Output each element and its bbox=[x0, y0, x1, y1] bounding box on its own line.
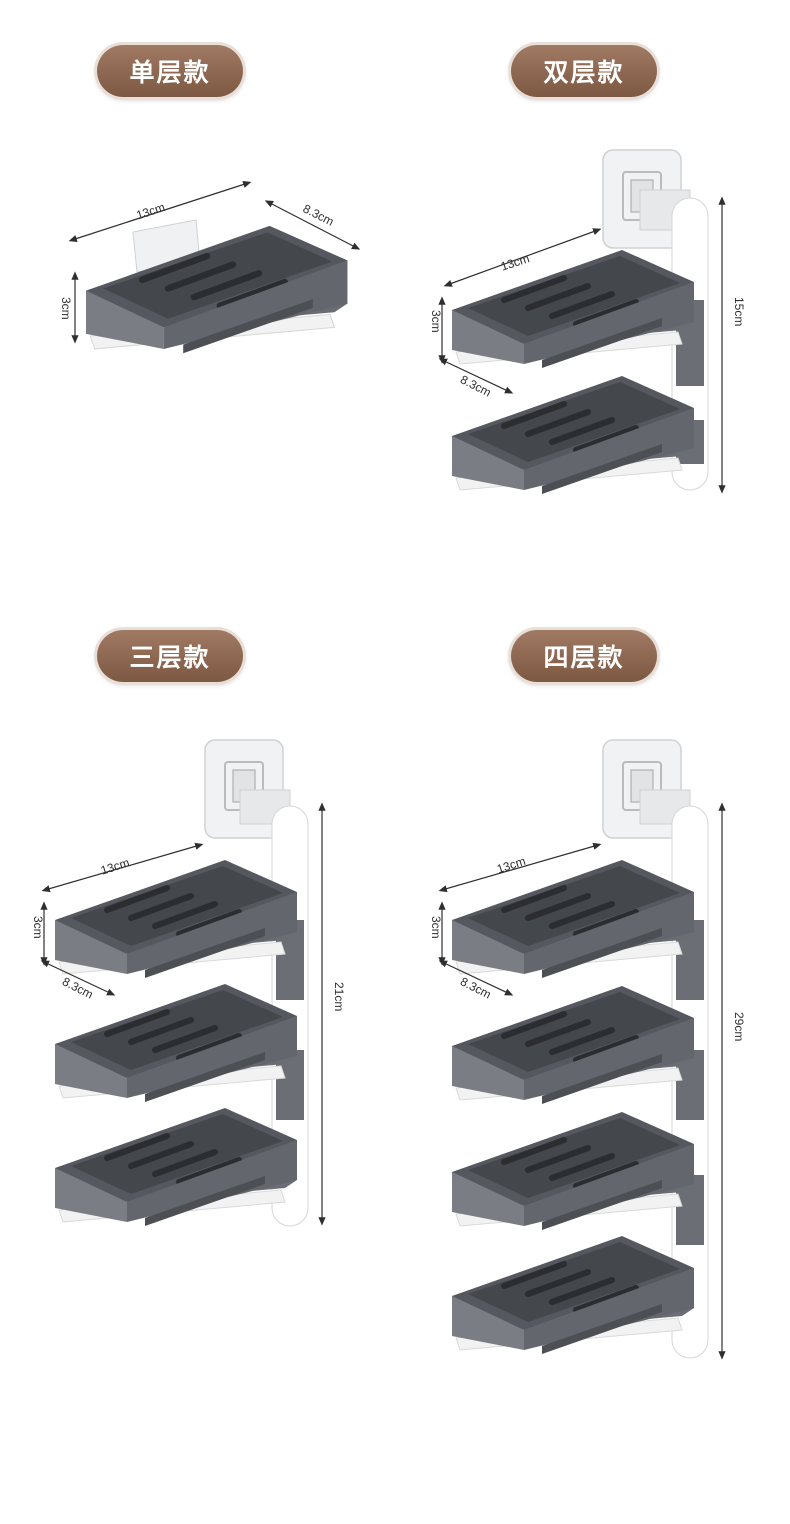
triple-total-height-label: 21cm bbox=[332, 982, 346, 1011]
variant-badge-quad: 四层款 bbox=[511, 630, 657, 682]
double-width-label: 13cm bbox=[499, 251, 531, 273]
single-depth-dimension bbox=[264, 200, 361, 250]
quad-width-label: 13cm bbox=[495, 854, 527, 876]
triple-width-label: 13cm bbox=[99, 855, 131, 877]
double-height-label: 3cm bbox=[429, 310, 443, 333]
quad-tier-product: 13cm 3cm 8.3cm 29cm bbox=[429, 739, 746, 1360]
double-tier-product: 13cm 3cm 8.3cm 15cm bbox=[429, 149, 746, 494]
triple-tier-product: 13cm 3cm 8.3cm 21cm bbox=[31, 739, 346, 1226]
variant-badge-triple: 三层款 bbox=[97, 630, 243, 682]
single-width-label: 13cm bbox=[134, 200, 166, 222]
variant-badge-single: 单层款 bbox=[97, 45, 243, 97]
single-tier-product: 13cm 8.3cm 3cm bbox=[59, 181, 361, 353]
single-height-label: 3cm bbox=[59, 297, 73, 320]
quad-height-label: 3cm bbox=[429, 916, 443, 939]
quad-total-height-label: 29cm bbox=[732, 1012, 746, 1041]
single-depth-label: 8.3cm bbox=[301, 201, 336, 228]
triple-height-label: 3cm bbox=[31, 916, 45, 939]
variant-badge-double: 双层款 bbox=[511, 45, 657, 97]
single-width-dimension bbox=[68, 181, 252, 242]
double-total-height-label: 15cm bbox=[732, 297, 746, 326]
